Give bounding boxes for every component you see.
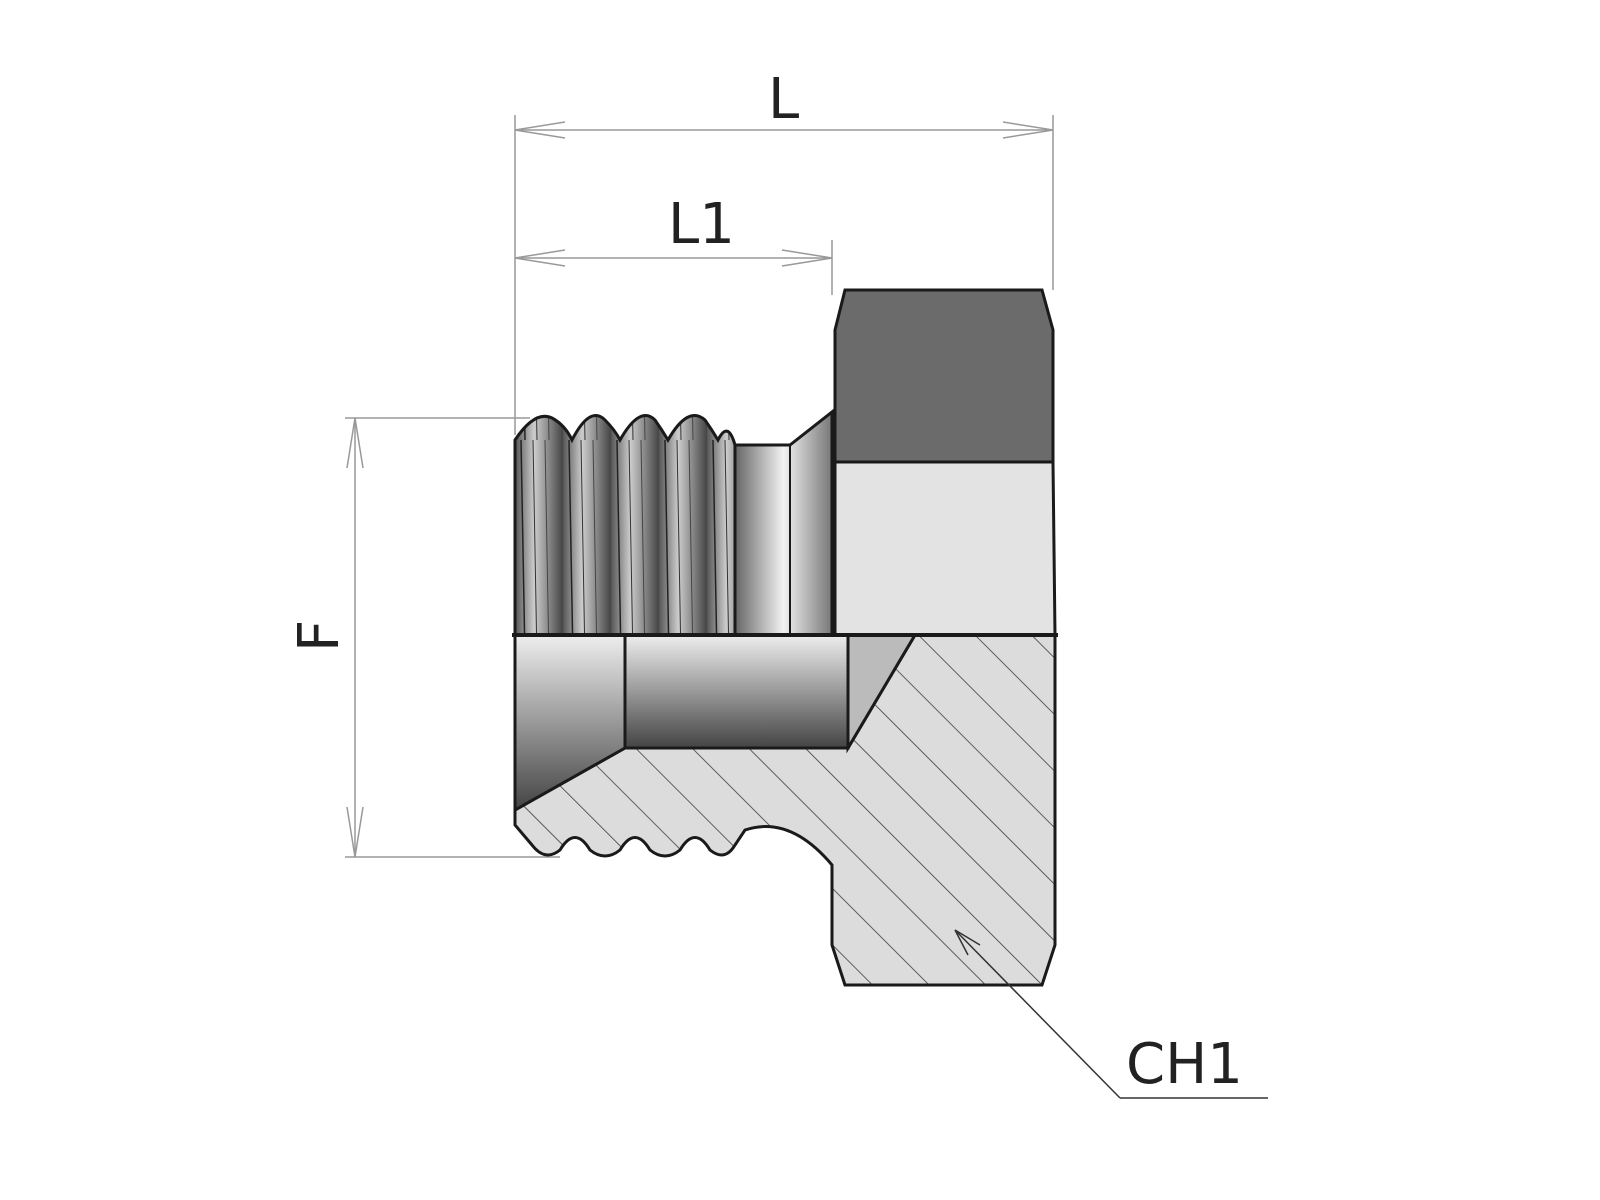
bore [623,633,850,750]
label-L1: L1 [668,192,735,257]
thread-undercut [733,408,834,637]
label-L: L [768,67,799,132]
external-thread [513,414,737,637]
dimension-lines [345,115,1054,858]
hex-head-lower [833,460,1057,637]
label-CH1: CH1 [1126,1032,1243,1097]
ch1-leader [954,929,1268,1099]
label-F: F [287,620,352,652]
section-body [513,633,1057,987]
hex-head-upper [833,288,1055,464]
